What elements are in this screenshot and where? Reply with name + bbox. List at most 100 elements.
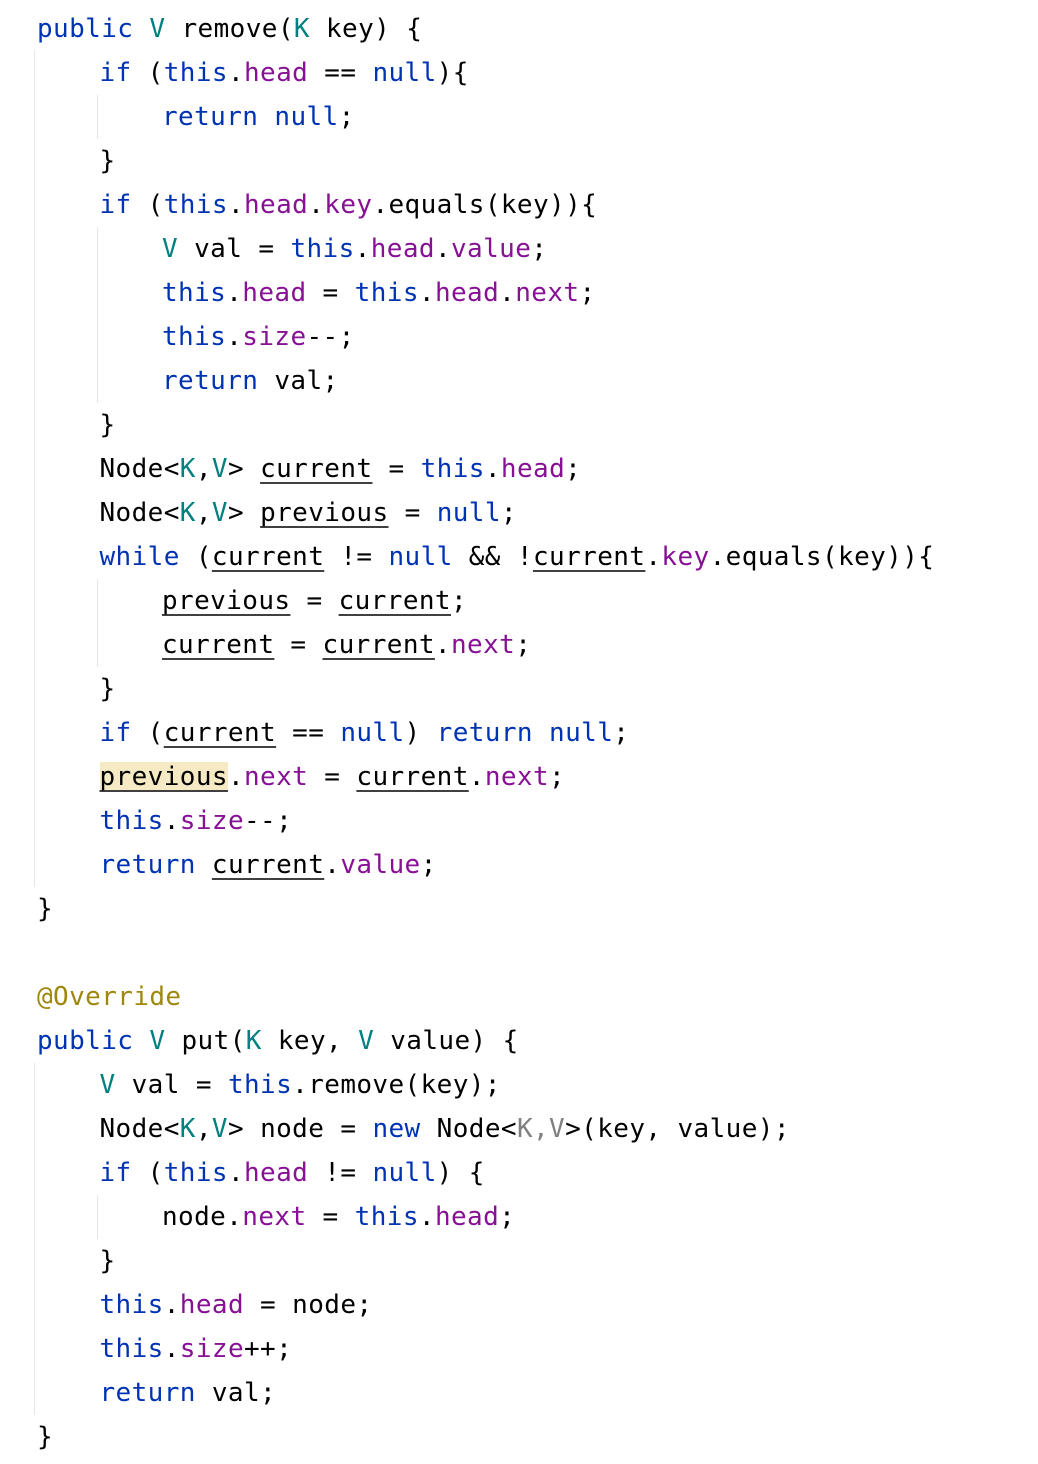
code-token: } <box>99 146 116 176</box>
indent-guide <box>96 227 98 403</box>
code-line[interactable]: if (current == null) return null; <box>100 711 630 755</box>
code-line[interactable]: previous.next = current.next; <box>99 755 566 799</box>
code-token: public <box>37 14 134 44</box>
code-line[interactable]: this.head = this.head.next; <box>162 271 596 315</box>
code-line[interactable]: Node<K,V> current = this.head; <box>100 447 582 491</box>
code-token: current <box>163 718 277 748</box>
code-token: ; <box>515 630 532 660</box>
code-token: null <box>436 498 501 528</box>
code-token: null <box>274 102 339 132</box>
code-token: != <box>308 1158 373 1188</box>
code-token: head <box>244 58 309 88</box>
code-token: . <box>434 234 451 264</box>
code-token: ; <box>565 454 582 484</box>
code-line[interactable]: return null; <box>162 95 355 139</box>
code-line[interactable]: return val; <box>100 1371 277 1415</box>
code-token: . <box>308 190 325 220</box>
code-token: Node< <box>99 454 180 484</box>
code-line[interactable]: return current.value; <box>100 843 437 887</box>
code-token: null <box>372 1158 437 1188</box>
code-token: this <box>227 1070 293 1100</box>
code-line[interactable]: Node<K,V> node = new Node<K,V>(key, valu… <box>100 1107 790 1151</box>
code-line[interactable]: previous = current; <box>162 579 467 623</box>
code-token: K,V <box>516 1114 566 1144</box>
code-token: .remove(key); <box>292 1070 501 1100</box>
code-token: . <box>499 278 516 308</box>
code-line[interactable]: this.size++; <box>100 1327 293 1371</box>
code-token: V <box>358 1026 375 1056</box>
code-line[interactable]: node.next = this.head; <box>162 1195 515 1239</box>
code-token: . <box>163 1290 180 1320</box>
code-token: ; <box>499 1202 516 1232</box>
code-line[interactable]: } <box>37 887 53 931</box>
code-line[interactable]: } <box>100 1239 116 1283</box>
code-token: head <box>179 1290 244 1320</box>
code-token: , <box>195 454 212 484</box>
code-token: next <box>515 278 580 308</box>
code-line[interactable]: if (this.head != null) { <box>100 1151 485 1195</box>
code-token: . <box>418 278 435 308</box>
code-token: value) { <box>374 1026 519 1056</box>
code-line[interactable]: this.size--; <box>100 799 293 843</box>
code-line[interactable]: } <box>100 139 116 183</box>
code-token: return <box>99 850 196 880</box>
code-token: ) <box>404 718 437 748</box>
code-token: > node = <box>227 1114 373 1144</box>
code-line[interactable]: if (this.head.key.equals(key)){ <box>100 183 598 227</box>
code-token: head <box>244 1158 309 1188</box>
code-line[interactable]: current = current.next; <box>162 623 531 667</box>
code-token: key) { <box>309 14 423 44</box>
code-line[interactable]: } <box>100 403 116 447</box>
code-token: this <box>162 278 227 308</box>
code-line[interactable]: public V put(K key, V value) { <box>37 1019 519 1063</box>
code-token: head <box>242 278 307 308</box>
code-token: . <box>163 806 180 836</box>
code-token: . <box>645 542 662 572</box>
code-line[interactable]: } <box>37 1415 53 1459</box>
code-line[interactable]: public V remove(K key) { <box>37 7 422 51</box>
code-line[interactable]: return val; <box>162 359 339 403</box>
code-line[interactable]: this.head = node; <box>100 1283 373 1327</box>
code-token: . <box>227 762 244 792</box>
code-line[interactable]: V val = this.head.value; <box>162 227 547 271</box>
code-line[interactable]: if (this.head == null){ <box>100 51 469 95</box>
code-line[interactable]: V val = this.remove(key); <box>100 1063 501 1107</box>
code-line[interactable]: while (current != null && !current.key.e… <box>100 535 935 579</box>
code-token: if <box>99 1158 132 1188</box>
code-token: next <box>450 630 516 660</box>
code-token: current <box>211 542 325 572</box>
code-token: V <box>149 14 166 44</box>
code-token: val = <box>115 1070 228 1100</box>
code-token: previous <box>162 586 291 616</box>
code-token: . <box>434 630 451 660</box>
code-token <box>258 102 274 132</box>
code-token: null <box>388 542 453 572</box>
code-token: current <box>211 850 325 880</box>
code-token: } <box>37 894 54 924</box>
code-token: V <box>149 1026 166 1056</box>
code-token: && ! <box>452 542 533 572</box>
code-token: = <box>290 586 339 616</box>
code-token: Node< <box>99 1114 180 1144</box>
code-token: if <box>99 58 132 88</box>
code-token: , <box>195 1114 212 1144</box>
code-token: ; <box>420 850 437 880</box>
code-line[interactable]: Node<K,V> previous = null; <box>100 491 517 535</box>
code-token: this <box>162 322 227 352</box>
code-line[interactable]: this.size--; <box>162 315 355 359</box>
code-token: V <box>211 1114 228 1144</box>
code-token: val = <box>178 234 291 264</box>
code-token: . <box>468 762 485 792</box>
code-token: V <box>211 498 228 528</box>
code-line[interactable]: } <box>100 667 116 711</box>
code-token: current <box>338 586 451 616</box>
code-token: null <box>549 718 614 748</box>
code-token: value <box>451 234 532 264</box>
code-token: --; <box>306 322 355 352</box>
code-token: .equals(key)){ <box>372 190 598 220</box>
indent-guide <box>34 1063 35 1415</box>
code-token: . <box>484 454 501 484</box>
code-token: = <box>306 278 355 308</box>
code-line[interactable]: @Override <box>37 975 181 1019</box>
